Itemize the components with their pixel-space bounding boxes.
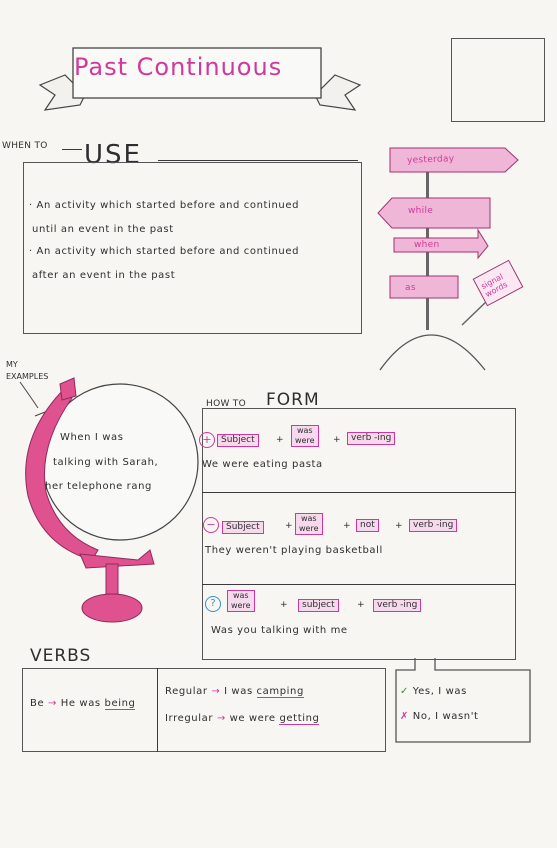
use-rule-right — [158, 160, 358, 161]
answer-yes: ✓ Yes, I was — [400, 686, 467, 697]
example-line-2: talking with Sarah, — [53, 457, 159, 468]
use-prefix: WHEN TO — [2, 141, 48, 151]
use-heading: USE — [84, 140, 142, 170]
verbs-divider — [157, 668, 158, 752]
answer-no-text: No, I wasn't — [412, 711, 479, 722]
use-point-1: · An activity which started before and c… — [29, 200, 300, 211]
positive-aux: was were — [291, 425, 319, 447]
verbs-irregular-label: Irregular — [165, 713, 214, 724]
use-point-3: · An activity which started before and c… — [29, 246, 300, 257]
form-box — [202, 408, 516, 660]
use-point-2: until an event in the past — [32, 224, 174, 235]
negative-subject: Subject — [222, 521, 264, 534]
positive-subject: Subject — [217, 434, 259, 447]
verbs-be-label: Be → He was being — [30, 698, 136, 710]
negative-aux-were: were — [299, 524, 319, 533]
globe-illustration — [19, 377, 199, 623]
question-verb: verb -ing — [373, 599, 422, 612]
check-icon: ✓ — [400, 686, 409, 697]
negative-aux: was were — [295, 513, 323, 535]
plus-5: + — [395, 521, 403, 531]
negative-aux-was: was — [300, 514, 317, 523]
plus-4: + — [343, 521, 351, 531]
verbs-irregular-subject: we were — [229, 713, 276, 724]
verbs-regular-subject: I was — [224, 686, 253, 697]
positive-symbol: + — [199, 432, 215, 448]
verbs-regular-label: Regular — [165, 686, 208, 697]
examples-label-1: MY — [6, 360, 18, 369]
negative-not: not — [356, 519, 379, 532]
verbs-regular-arrow: → — [211, 686, 221, 697]
question-symbol: ? — [205, 596, 221, 612]
verbs-irregular-arrow: → — [216, 713, 226, 724]
verbs-be-subject: He was — [60, 698, 101, 709]
sign-yesterday: yesterday — [406, 154, 455, 166]
use-rule-left — [62, 149, 82, 150]
cross-icon: ✗ — [400, 711, 409, 722]
question-aux-was: was — [232, 591, 249, 600]
example-line-3: her telephone rang — [45, 481, 152, 492]
plus-2: + — [333, 435, 341, 445]
verbs-heading: VERBS — [30, 646, 92, 666]
empty-box — [451, 38, 545, 122]
use-box — [23, 162, 362, 334]
verbs-irregular-form: getting — [279, 713, 320, 725]
signpost — [377, 147, 524, 371]
plus-3: + — [285, 521, 293, 531]
examples-label-2: EXAMPLES — [6, 372, 49, 381]
verbs-irregular: Irregular → we were getting — [165, 713, 320, 725]
question-subject: subject — [298, 599, 339, 612]
form-prefix: HOW TO — [206, 399, 246, 409]
verbs-box — [22, 668, 386, 752]
example-line-1: When I was — [60, 432, 124, 443]
sign-while: while — [408, 206, 434, 216]
plus-7: + — [357, 600, 365, 610]
form-heading: FORM — [266, 390, 320, 410]
title-banner — [38, 47, 362, 111]
positive-example: We were eating pasta — [202, 459, 323, 470]
verbs-regular: Regular → I was camping — [165, 686, 304, 698]
form-divider-1 — [202, 492, 516, 493]
question-aux-were: were — [231, 601, 251, 610]
verbs-regular-form: camping — [256, 686, 304, 698]
sign-when: when — [414, 240, 440, 250]
answer-yes-text: Yes, I was — [412, 686, 467, 697]
negative-symbol: − — [203, 517, 219, 533]
plus-1: + — [276, 435, 284, 445]
positive-verb: verb -ing — [347, 432, 396, 445]
page-title: Past Continuous — [74, 53, 283, 81]
answers-connector — [395, 658, 531, 743]
form-divider-2 — [202, 584, 516, 585]
verbs-be-arrow: → — [48, 698, 57, 709]
positive-aux-were: were — [295, 436, 315, 445]
positive-aux-was: was — [296, 426, 313, 435]
use-point-4: after an event in the past — [32, 270, 176, 281]
negative-verb: verb -ing — [409, 519, 458, 532]
negative-example: They weren't playing basketball — [205, 545, 383, 556]
answer-no: ✗ No, I wasn't — [400, 711, 479, 722]
plus-6: + — [280, 600, 288, 610]
question-aux: was were — [227, 590, 255, 612]
question-example: Was you talking with me — [211, 625, 348, 636]
verbs-be-word: Be — [30, 698, 45, 709]
verbs-be-form: being — [104, 698, 136, 710]
sign-as: as — [405, 283, 416, 293]
